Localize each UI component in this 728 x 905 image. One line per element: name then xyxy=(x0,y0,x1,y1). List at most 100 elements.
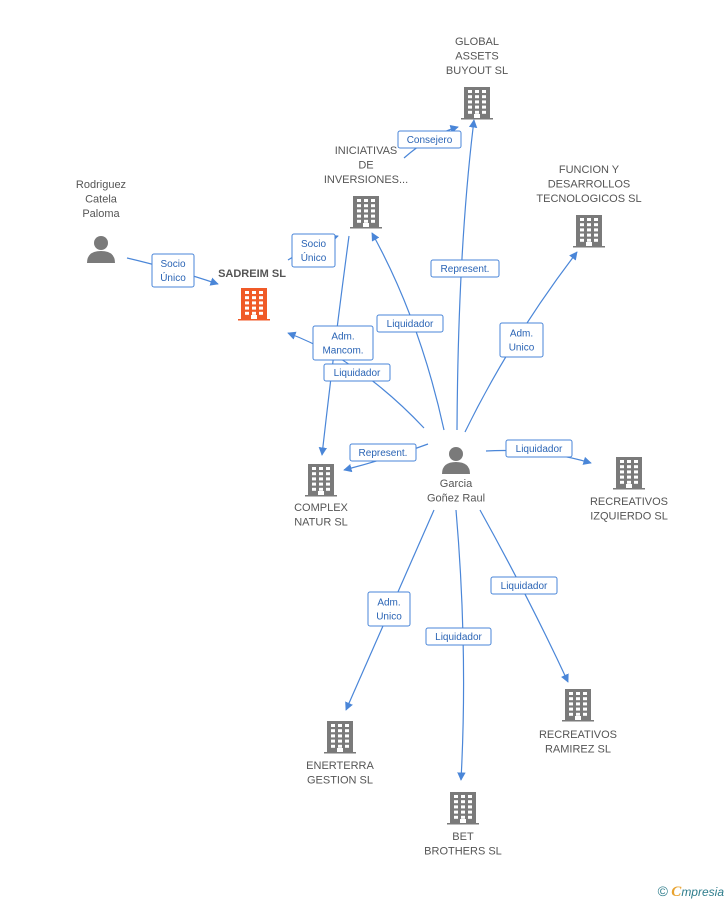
node-label: TECNOLOGICOS SL xyxy=(536,193,641,205)
edge-garcia-to-recram xyxy=(479,509,569,683)
building-icon xyxy=(238,288,270,321)
edge-label-text: Liquidador xyxy=(387,319,434,330)
edge-label-e4[interactable]: Represent. xyxy=(430,259,500,278)
edge-label-box xyxy=(367,591,411,627)
edge-label-text: Represent. xyxy=(441,264,490,275)
edge-label-text: Adm. xyxy=(377,598,400,609)
node-label: ENERTERRA xyxy=(306,760,374,772)
node-label: GESTION SL xyxy=(307,775,373,787)
edge-label-box xyxy=(499,322,544,358)
node-label: COMPLEX xyxy=(294,502,348,514)
node-label: IZQUIERDO SL xyxy=(590,511,668,523)
node-global[interactable]: GLOBAL ASSETS BUYOUT SL xyxy=(446,36,508,120)
edge-label-box xyxy=(349,443,417,462)
edge-label-e11[interactable]: Adm. Unico xyxy=(367,591,411,627)
edge-label-box xyxy=(312,325,374,361)
node-enerterra[interactable]: ENERTERRA GESTION SL xyxy=(306,721,374,787)
building-icon xyxy=(562,689,594,722)
edge-label-text: Unico xyxy=(509,343,535,354)
node-label: ASSETS xyxy=(455,51,498,63)
edge-label-text: Unico xyxy=(376,612,402,623)
brand-footer: © Cmpresia xyxy=(658,883,724,901)
node-iniciativas[interactable]: INICIATIVAS DE INVERSIONES... xyxy=(324,145,408,229)
node-complex[interactable]: COMPLEX NATUR SL xyxy=(294,464,349,529)
edge-label-text: Represent. xyxy=(359,448,408,459)
edge-label-text: Mancom. xyxy=(322,346,363,357)
edge-label-text: Consejero xyxy=(407,135,453,146)
edge-labels-layer: SocioÚnicoSocioÚnicoConsejeroRepresent.L… xyxy=(151,130,573,646)
building-icon xyxy=(350,196,382,229)
copyright-icon: © xyxy=(657,883,668,899)
node-label: RECREATIVOS xyxy=(539,729,617,741)
edge-label-box xyxy=(323,363,391,382)
node-funcion[interactable]: FUNCION Y DESARROLLOS TECNOLOGICOS SL xyxy=(536,164,642,248)
brand-name: mpresia xyxy=(681,885,724,899)
edge-label-e12[interactable]: Liquidador xyxy=(425,627,492,646)
building-icon xyxy=(613,457,645,490)
node-recizq[interactable]: RECREATIVOS IZQUIERDO SL xyxy=(590,457,668,523)
edge-garcia-to-bet xyxy=(455,509,466,781)
edge-label-text: Adm. xyxy=(331,332,354,343)
edge-label-box xyxy=(505,439,573,458)
edge-label-e5[interactable]: Liquidador xyxy=(376,314,444,333)
building-icon xyxy=(447,792,479,825)
edge-label-box xyxy=(291,233,336,268)
edge-label-text: Socio xyxy=(160,259,185,270)
edge-label-e6[interactable]: Adm. Unico xyxy=(499,322,544,358)
edge-label-text: Único xyxy=(160,271,186,284)
node-label: BROTHERS SL xyxy=(424,846,502,858)
node-label: BET xyxy=(452,831,474,843)
edge-label-text: Liquidador xyxy=(516,444,563,455)
building-icon xyxy=(324,721,356,754)
node-label: SADREIM SL xyxy=(218,268,286,280)
building-icon xyxy=(461,87,493,120)
edge-label-box xyxy=(397,130,462,149)
node-label: GLOBAL xyxy=(455,36,499,48)
edge-label-e8[interactable]: Liquidador xyxy=(323,363,391,382)
node-recram[interactable]: RECREATIVOS RAMIREZ SL xyxy=(539,689,617,756)
node-label: BUYOUT SL xyxy=(446,65,508,77)
edge-label-e13[interactable]: Liquidador xyxy=(490,576,558,595)
edge-label-text: Liquidador xyxy=(334,368,381,379)
node-label: RAMIREZ SL xyxy=(545,744,611,756)
node-sadreim[interactable]: SADREIM SL xyxy=(218,268,286,321)
edge-label-e3[interactable]: Consejero xyxy=(397,130,462,149)
edge-label-text: Liquidador xyxy=(435,632,482,643)
person-icon xyxy=(442,447,470,474)
node-label: INICIATIVAS xyxy=(335,145,398,157)
node-label: NATUR SL xyxy=(294,517,348,529)
edge-label-box xyxy=(151,253,195,288)
edge-label-text: Adm. xyxy=(510,329,533,340)
building-icon xyxy=(573,215,605,248)
edge-label-box xyxy=(425,627,492,646)
node-label: FUNCION Y xyxy=(559,164,620,176)
edge-label-text: Liquidador xyxy=(501,581,548,592)
brand-initial: C xyxy=(671,884,682,900)
edge-label-box xyxy=(430,259,500,278)
edge-label-text: Único xyxy=(301,251,327,264)
node-label: RECREATIVOS xyxy=(590,496,668,508)
node-label: DESARROLLOS xyxy=(548,179,631,191)
node-label: Paloma xyxy=(82,208,120,220)
edge-label-box xyxy=(490,576,558,595)
edge-label-e9[interactable]: Represent. xyxy=(349,443,417,462)
node-label: Catela xyxy=(85,194,118,206)
edge-label-text: Socio xyxy=(301,239,326,250)
building-icon xyxy=(305,464,337,497)
edge-label-e10[interactable]: Liquidador xyxy=(505,439,573,458)
node-bet[interactable]: BET BROTHERS SL xyxy=(424,792,502,858)
node-label: Goñez Raul xyxy=(427,493,485,505)
node-label: INVERSIONES... xyxy=(324,174,408,186)
edge-label-e7[interactable]: Adm. Mancom. xyxy=(312,325,374,361)
edge-label-box xyxy=(376,314,444,333)
node-label: Garcia xyxy=(440,478,473,490)
person-icon xyxy=(87,236,115,263)
nodes-layer: GLOBAL ASSETS BUYOUT SL INICIATIVAS DE INVERS… xyxy=(76,36,668,858)
node-label: DE xyxy=(358,160,373,172)
node-label: Rodriguez xyxy=(76,179,126,191)
